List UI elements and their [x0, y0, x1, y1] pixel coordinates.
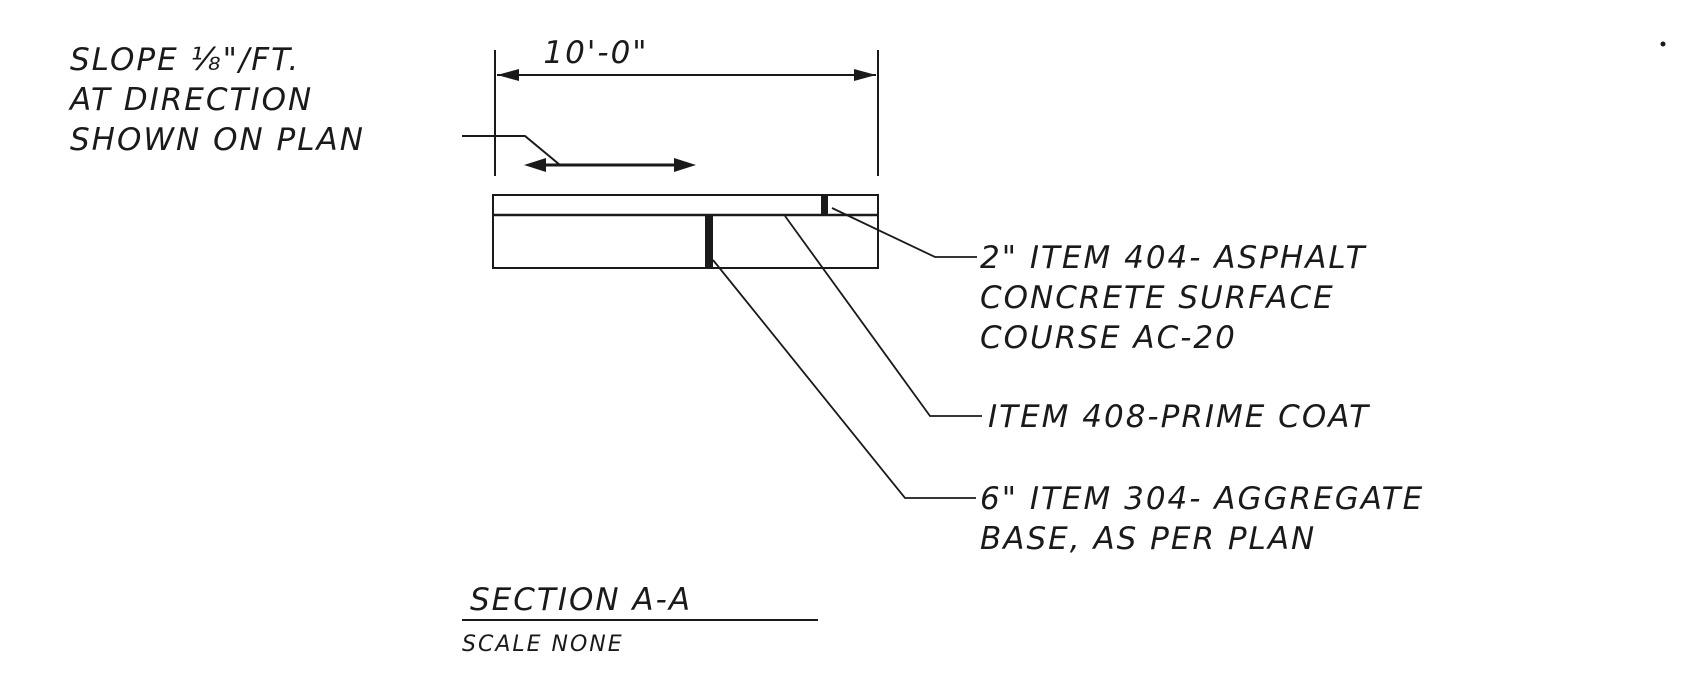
base-leader	[712, 259, 976, 499]
callout-leaders	[712, 207, 982, 499]
pavement-section	[492, 194, 879, 269]
section-scale: SCALE NONE	[462, 632, 624, 657]
asphalt-surface-layer	[492, 194, 879, 216]
slope-leader	[462, 135, 696, 172]
stray-dot	[1660, 41, 1666, 47]
aggregate-base-layer	[492, 214, 879, 269]
width-dimension-label: 10'-0"	[543, 35, 648, 71]
callout-prime-coat: ITEM 408-PRIME COAT	[988, 399, 1370, 435]
section-title: SECTION A-A	[470, 582, 692, 618]
slope-leader-line	[462, 135, 561, 166]
callout-asphalt: 2" ITEM 404- ASPHALT CONCRETE SURFACE CO…	[980, 240, 1367, 356]
width-dimension: 10'-0"	[494, 35, 879, 176]
asphalt-callout-line-2: CONCRETE SURFACE	[980, 280, 1335, 316]
callout-base: 6" ITEM 304- AGGREGATE BASE, AS PER PLAN	[980, 481, 1424, 557]
prime-coat-leader	[784, 215, 982, 417]
asphalt-leader	[831, 207, 977, 258]
prime-coat-callout: ITEM 408-PRIME COAT	[988, 399, 1370, 435]
slope-note-line-2: AT DIRECTION	[68, 82, 313, 118]
base-thickness-marker	[705, 215, 713, 268]
slope-note: SLOPE ⅛"/FT. AT DIRECTION SHOWN ON PLAN	[68, 42, 365, 158]
dimension-arrow-right	[854, 69, 876, 81]
slope-note-line-3: SHOWN ON PLAN	[70, 122, 365, 158]
slope-note-line-1: SLOPE ⅛"/FT.	[70, 42, 300, 78]
slope-arrow-head-right	[674, 158, 696, 172]
asphalt-callout-line-3: COURSE AC-20	[980, 320, 1237, 356]
surface-thickness-marker	[821, 195, 828, 215]
slope-arrow-head-left	[524, 158, 546, 172]
dimension-arrow-left	[497, 69, 519, 81]
base-callout-line-1: 6" ITEM 304- AGGREGATE	[980, 481, 1424, 517]
section-title-block: SECTION A-A SCALE NONE	[462, 582, 818, 657]
asphalt-callout-line-1: 2" ITEM 404- ASPHALT	[980, 240, 1367, 276]
base-callout-line-2: BASE, AS PER PLAN	[980, 521, 1316, 557]
